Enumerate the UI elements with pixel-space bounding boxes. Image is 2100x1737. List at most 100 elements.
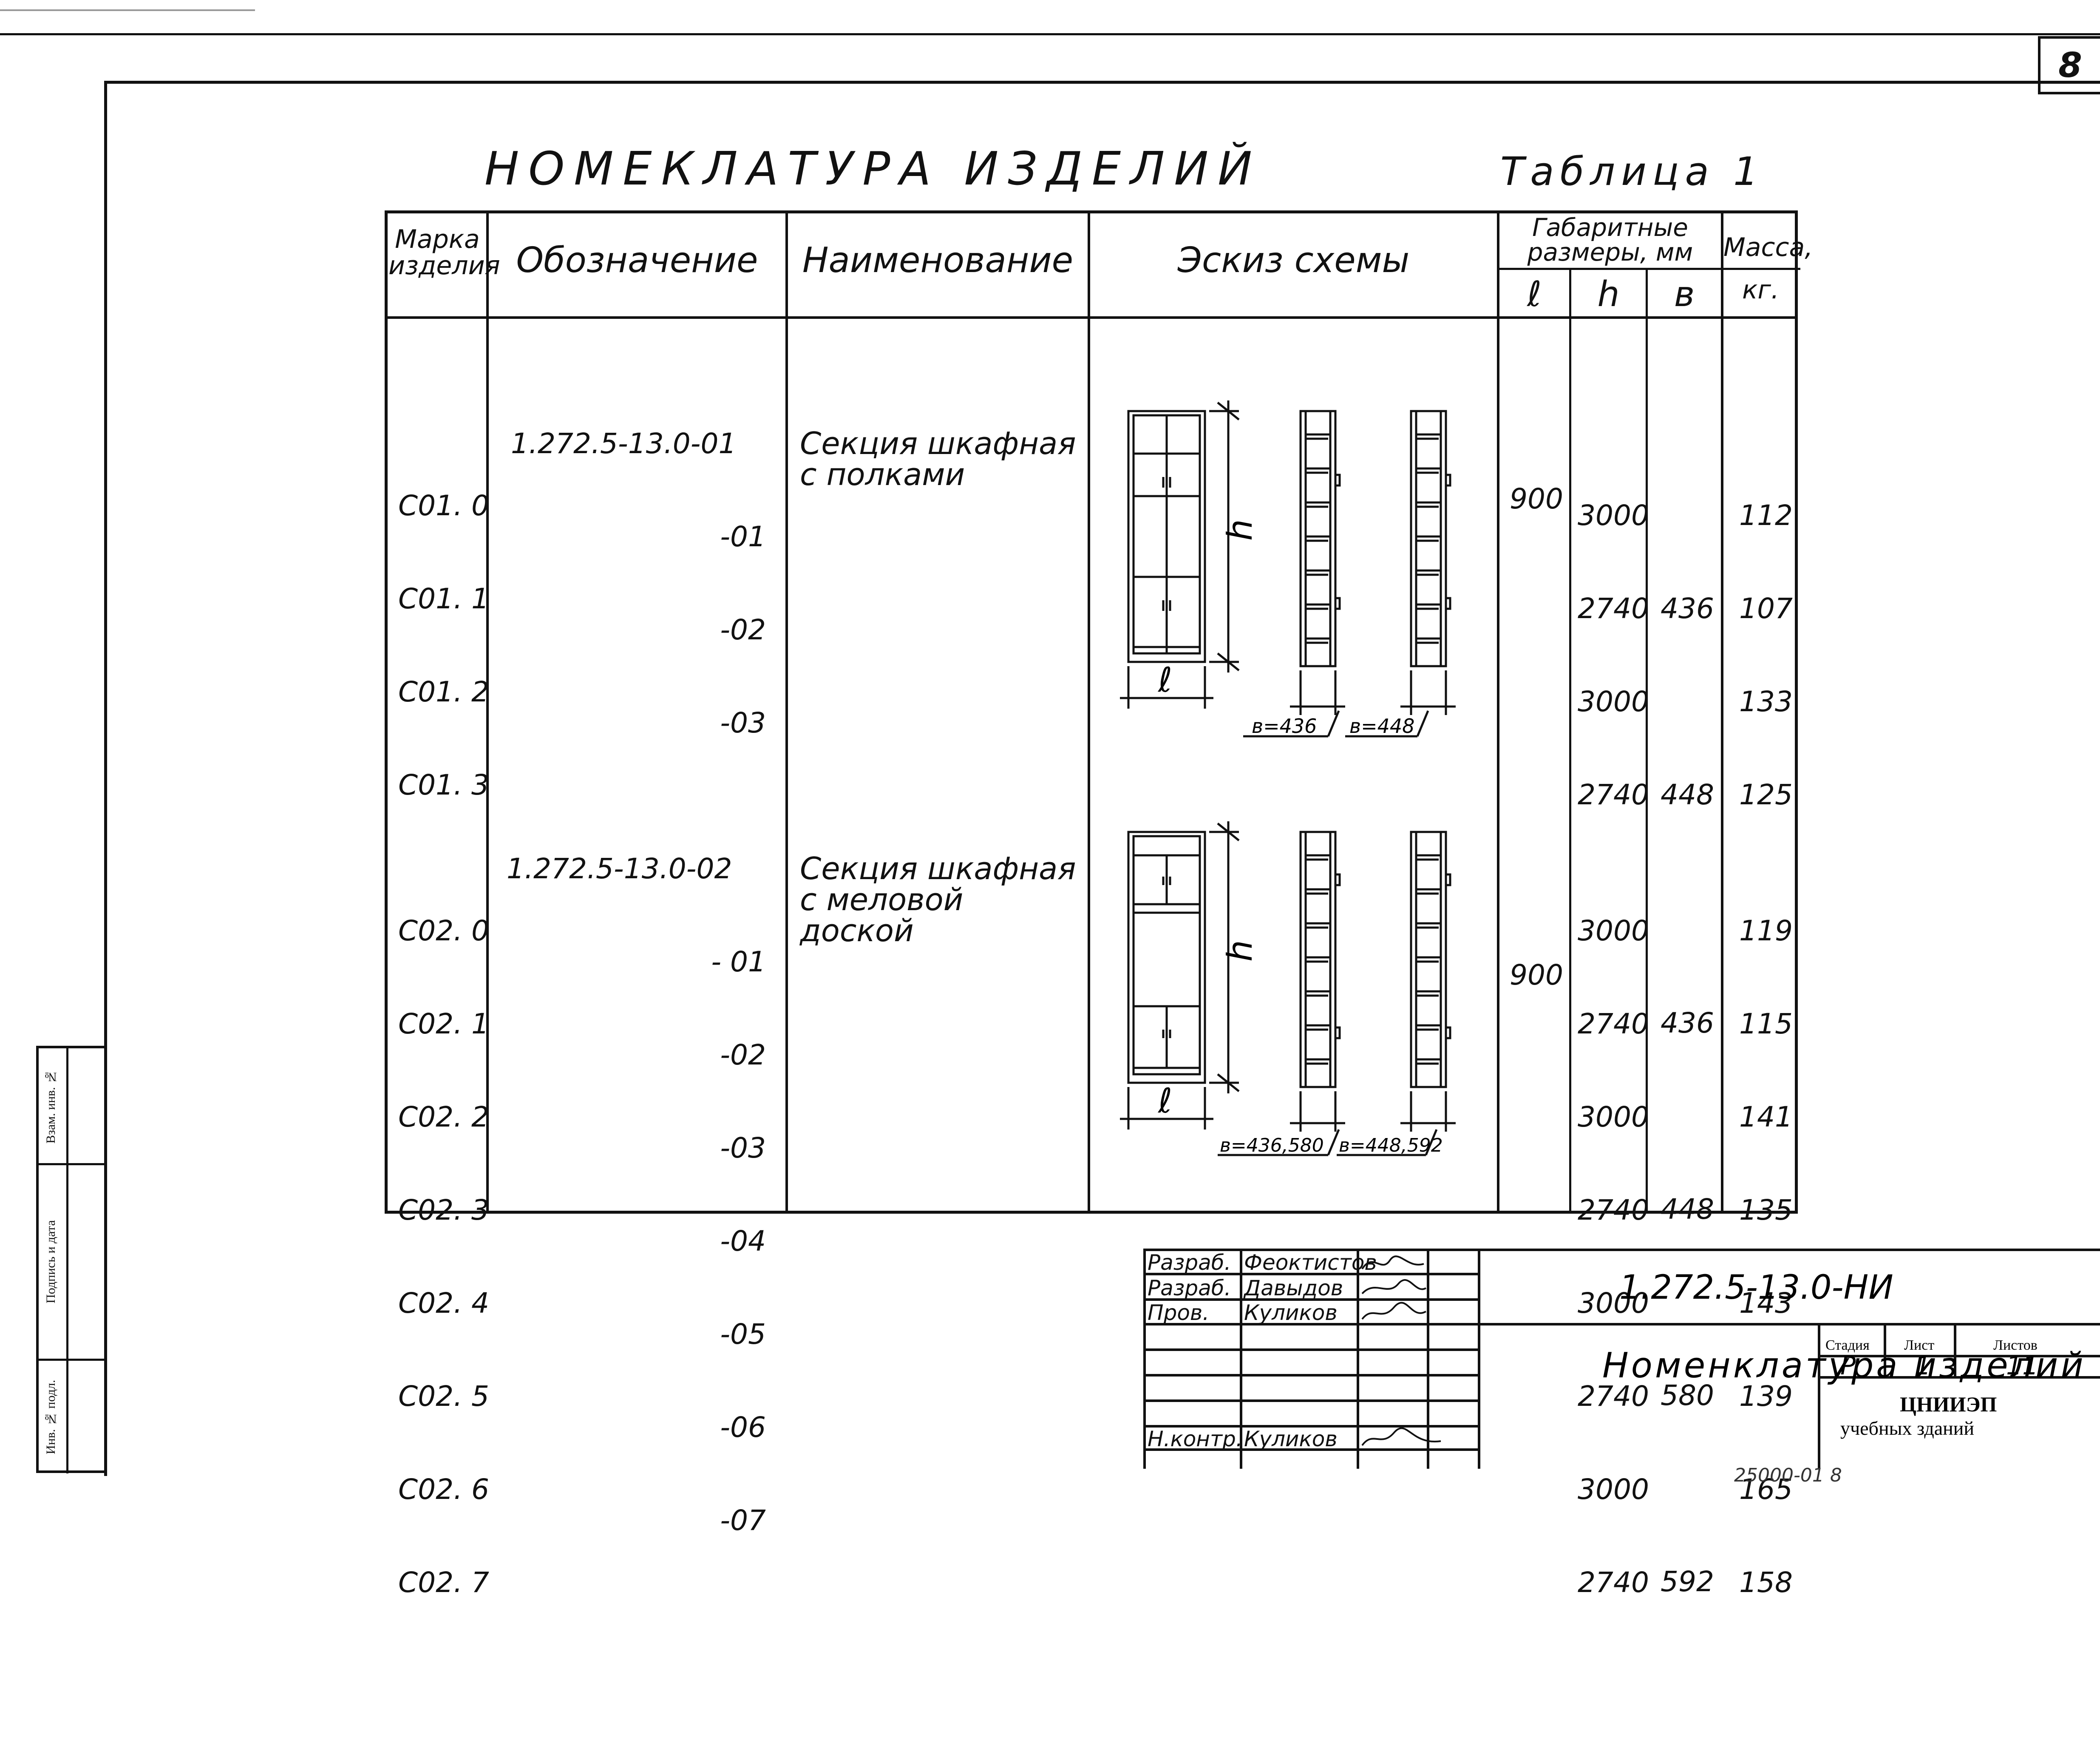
- row2-name: Секция шкафная с меловой доской: [800, 851, 1076, 948]
- mass-value: 158: [1739, 1566, 1793, 1599]
- row2-mark: С02. 0 С02. 1 С02. 2 С02. 3 С02. 4 С02. …: [398, 853, 489, 1660]
- header-bottom-line: [388, 316, 1798, 319]
- mark-item: С01. 0: [398, 489, 490, 522]
- org-subtitle: учебных зданий: [1840, 1417, 1974, 1439]
- designation-suffix: -02: [720, 613, 766, 646]
- h-value: 2740: [1578, 1566, 1649, 1599]
- header-mass: Масса, кг.: [1723, 233, 1813, 305]
- designation-suffix: -04: [720, 1225, 766, 1257]
- h-value: 3000: [1578, 685, 1649, 718]
- row2-l: 900: [1510, 959, 1563, 991]
- header-dims: Габаритные размеры, мм: [1527, 213, 1693, 267]
- mark-item: С02. 0: [398, 914, 490, 947]
- designation-suffix: -07: [720, 1504, 766, 1537]
- side-label-replacement: Взам. инв. №: [44, 1070, 58, 1144]
- header-mark: Марка изделия: [388, 224, 500, 281]
- mass-value: 135: [1739, 1194, 1793, 1226]
- document-title: Номенклатура изделий: [1602, 1345, 2086, 1386]
- signer-name: Давыдов: [1243, 1276, 1343, 1300]
- row1-sketch-l-label: ℓ: [1157, 660, 1172, 700]
- sheet-value: 1: [1915, 1351, 1931, 1381]
- row1-h: 3000 2740 3000 2740: [1578, 438, 1649, 872]
- row1-mass: 112 107 133 125: [1739, 438, 1793, 872]
- signer-role: Разраб.: [1148, 1250, 1231, 1275]
- row1-sketch-h-label: h: [1220, 519, 1260, 541]
- side-stamp: Взам. инв. № Подпись и дата Инв. № подл.: [36, 1046, 107, 1473]
- designation-suffix: -05: [720, 1318, 766, 1351]
- table-label: Таблица 1: [1500, 149, 1764, 194]
- b-value: 448: [1661, 778, 1714, 811]
- col-divider: [1088, 213, 1090, 1212]
- designation-suffix: -03: [720, 1132, 766, 1164]
- row2-designation-main: 1.272.5-13.0-02: [507, 852, 732, 885]
- h-value: 2740: [1578, 778, 1649, 811]
- designation-suffix: -02: [720, 1039, 766, 1071]
- top-border-line-short: [0, 9, 255, 11]
- side-stamp-divider: [39, 1163, 107, 1165]
- mass-value: 143: [1739, 1287, 1793, 1320]
- row2-sketch: h ℓ в=436,580 в=448,592: [1120, 821, 1456, 1156]
- h-value: 3000: [1578, 914, 1649, 947]
- col-divider: [1569, 269, 1571, 1212]
- row1-mark: С01. 0 С01. 1 С01. 2 С01. 3: [398, 428, 489, 863]
- mark-item: С01. 2: [398, 676, 490, 708]
- designation-suffix: - 01: [711, 945, 766, 978]
- signature-scribbles: [1361, 1255, 1441, 1446]
- mark-item: С02. 2: [398, 1101, 490, 1133]
- b-value: 436: [1661, 592, 1714, 625]
- mass-value: 107: [1739, 592, 1793, 625]
- h-value: 3000: [1578, 1473, 1649, 1506]
- sheet-label: Лист: [1904, 1337, 1934, 1353]
- mark-item: С02. 1: [398, 1008, 490, 1040]
- mass-value: 112: [1739, 499, 1793, 532]
- stage-value: Р: [1840, 1351, 1856, 1381]
- dims-subheader-line: [1497, 268, 1800, 270]
- row2-designation-suffixes: - 01 -02 -03 -04 -05 -06 -07: [643, 884, 766, 1598]
- mass-value: 139: [1739, 1380, 1793, 1413]
- header-name: Наименование: [802, 240, 1074, 281]
- top-border-line: [0, 33, 2100, 35]
- row1-name: Секция шкафная с полками: [800, 426, 1076, 492]
- drawing-frame: [104, 81, 2100, 1476]
- row1-sketch: h ℓ в=436 в=448: [1120, 400, 1456, 738]
- col-divider: [1497, 213, 1499, 1212]
- header-h: h: [1597, 274, 1620, 315]
- b-value: 580: [1661, 1379, 1714, 1412]
- side-stamp-divider: [39, 1359, 107, 1361]
- mass-value: 133: [1739, 685, 1793, 718]
- mark-item: С02. 6: [398, 1473, 490, 1506]
- sheets-value: 11: [2006, 1351, 2038, 1381]
- mass-value: 115: [1739, 1008, 1793, 1040]
- row1-designation-suffixes: -01 -02 -03: [643, 459, 766, 800]
- h-value: 2740: [1578, 592, 1649, 625]
- title-block: Разраб. Феоктистов Разраб. Давыдов Пров.…: [1143, 1249, 2100, 1469]
- bottom-fragment: 25000-01 8: [1734, 1465, 1842, 1486]
- mark-item: С02. 4: [398, 1287, 490, 1320]
- mark-item: С02. 5: [398, 1380, 490, 1413]
- stage-label: Стадия: [1825, 1337, 1870, 1353]
- signer-role: Пров.: [1148, 1300, 1209, 1325]
- sheets-label: Листов: [1993, 1337, 2038, 1353]
- side-label-inventory: Инв. № подл.: [44, 1379, 58, 1455]
- row1-sketch-b2-label: в=448: [1349, 715, 1414, 738]
- mass-value: 141: [1739, 1101, 1793, 1133]
- mark-item: С01. 3: [398, 769, 490, 801]
- col-divider: [1721, 213, 1723, 1212]
- signer-name: Куликов: [1244, 1300, 1338, 1325]
- mark-item: С02. 3: [398, 1194, 490, 1226]
- sheet-corner-number: 8: [2038, 36, 2100, 94]
- row1-sketch-b1-label: в=436: [1252, 715, 1317, 738]
- document-code: 1.272.5-13.0-НИ: [1619, 1269, 1893, 1307]
- h-value: 2740: [1578, 1008, 1649, 1040]
- designation-suffix: -06: [720, 1411, 766, 1444]
- h-value: 3000: [1578, 1101, 1649, 1133]
- b-value: 592: [1661, 1565, 1714, 1598]
- h-value: 3000: [1578, 1287, 1649, 1320]
- header-designation: Обозначение: [516, 240, 758, 281]
- document-title-text: Номенклатура изделий: [1602, 1345, 2086, 1386]
- signer-role: Н.контр.: [1148, 1427, 1243, 1451]
- header-b: в: [1674, 274, 1695, 315]
- col-divider: [785, 213, 788, 1212]
- row2-sketch-h-label: h: [1220, 940, 1260, 962]
- row2-sketch-b2-label: в=448,592: [1339, 1135, 1443, 1156]
